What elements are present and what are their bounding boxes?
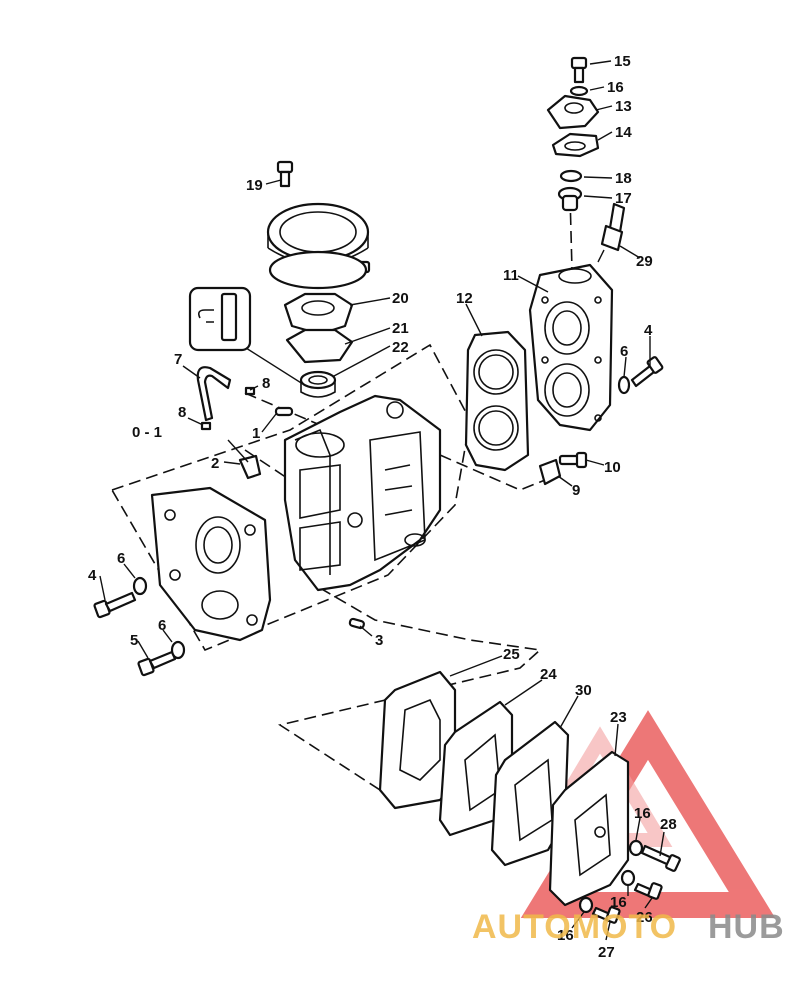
leader-lines xyxy=(99,60,665,941)
callout-18: 18 xyxy=(615,170,632,187)
callout-8-lower: 8 xyxy=(178,404,186,421)
washer-16c xyxy=(620,869,636,887)
callout-6-right: 6 xyxy=(620,343,628,360)
watermark-brand-part2: HUB xyxy=(708,908,785,946)
detail-inset xyxy=(188,286,307,387)
bolt-10 xyxy=(558,451,588,469)
washer-6a xyxy=(617,375,631,395)
cylinder-block xyxy=(283,394,442,592)
bolt-4a xyxy=(630,356,664,388)
clip-9 xyxy=(538,458,562,486)
callout-16-bottom: 16 xyxy=(557,927,574,944)
callout-30: 30 xyxy=(575,682,592,699)
gasket-25 xyxy=(378,670,457,810)
head-gasket-12 xyxy=(464,330,530,472)
crankcase-cover xyxy=(150,486,272,642)
callout-11: 11 xyxy=(503,267,519,284)
bolt-26 xyxy=(633,882,663,900)
seal-housing-20 xyxy=(283,292,354,336)
callout-28: 28 xyxy=(660,816,677,833)
callout-5: 5 xyxy=(130,632,138,649)
oil-seal-22 xyxy=(299,370,337,398)
callout-2: 2 xyxy=(211,455,219,472)
callout-25: 25 xyxy=(503,646,520,663)
washer-16d xyxy=(578,896,594,914)
thermostat-cover-13 xyxy=(546,94,600,130)
gasket-30 xyxy=(490,720,570,867)
bolt-4b xyxy=(93,591,137,619)
callout-16-low: 16 xyxy=(610,894,627,911)
seal-18 xyxy=(559,169,583,183)
spark-plug-29 xyxy=(597,202,626,263)
callout-12: 12 xyxy=(456,290,473,307)
callout-20: 20 xyxy=(392,290,409,307)
callout-13: 13 xyxy=(615,98,632,115)
callout-26: 26 xyxy=(636,909,653,926)
bolt-5 xyxy=(137,650,177,677)
callout-4-left: 4 xyxy=(88,567,97,584)
watermark-text: AUTOMOTO HUB xyxy=(472,908,785,946)
bearing-housing-ring xyxy=(266,202,371,290)
watermark-brand-part1: AUTOMOTO xyxy=(472,908,677,946)
callout-27: 27 xyxy=(598,944,615,961)
gasket-14 xyxy=(551,132,600,158)
callout-23: 23 xyxy=(610,709,627,726)
gasket-21 xyxy=(285,328,354,364)
washer-16a xyxy=(569,85,589,97)
screw-19 xyxy=(276,160,294,188)
fitting-8b xyxy=(200,421,212,431)
bolt-27 xyxy=(591,906,621,924)
callout-22: 22 xyxy=(392,339,409,356)
cylinder-head-11 xyxy=(528,263,614,432)
callout-17: 17 xyxy=(615,190,632,207)
callout-3: 3 xyxy=(375,632,383,649)
hose-7 xyxy=(196,366,232,422)
callout-15: 15 xyxy=(614,53,631,70)
callout-16-mid: 16 xyxy=(634,805,651,822)
callout-1: 1 xyxy=(252,425,260,442)
washer-6b xyxy=(132,576,148,596)
callout-21: 21 xyxy=(392,320,409,337)
callout-19: 19 xyxy=(246,177,263,194)
thermostat-17 xyxy=(557,186,583,212)
callout-16-top: 16 xyxy=(607,79,624,96)
callout-6-left: 6 xyxy=(117,550,125,567)
bolt-28 xyxy=(640,844,681,872)
screw-15 xyxy=(570,56,588,84)
callout-29: 29 xyxy=(636,253,653,270)
transfer-cover-23 xyxy=(548,750,630,907)
elbow-fitting-2 xyxy=(227,439,262,480)
callout-8-upper: 8 xyxy=(262,375,270,392)
callout-24: 24 xyxy=(540,666,557,683)
callout-0-1: 0 - 1 xyxy=(132,424,162,441)
pin-1 xyxy=(274,406,294,417)
callout-14: 14 xyxy=(615,124,632,141)
callout-10: 10 xyxy=(604,459,621,476)
washer-16b xyxy=(628,839,644,857)
callout-6-lower: 6 xyxy=(158,617,166,634)
callout-9: 9 xyxy=(572,482,580,499)
fitting-8a xyxy=(244,386,256,396)
callout-7: 7 xyxy=(174,351,182,368)
callout-4-right: 4 xyxy=(644,322,653,339)
washer-6c xyxy=(170,640,186,660)
